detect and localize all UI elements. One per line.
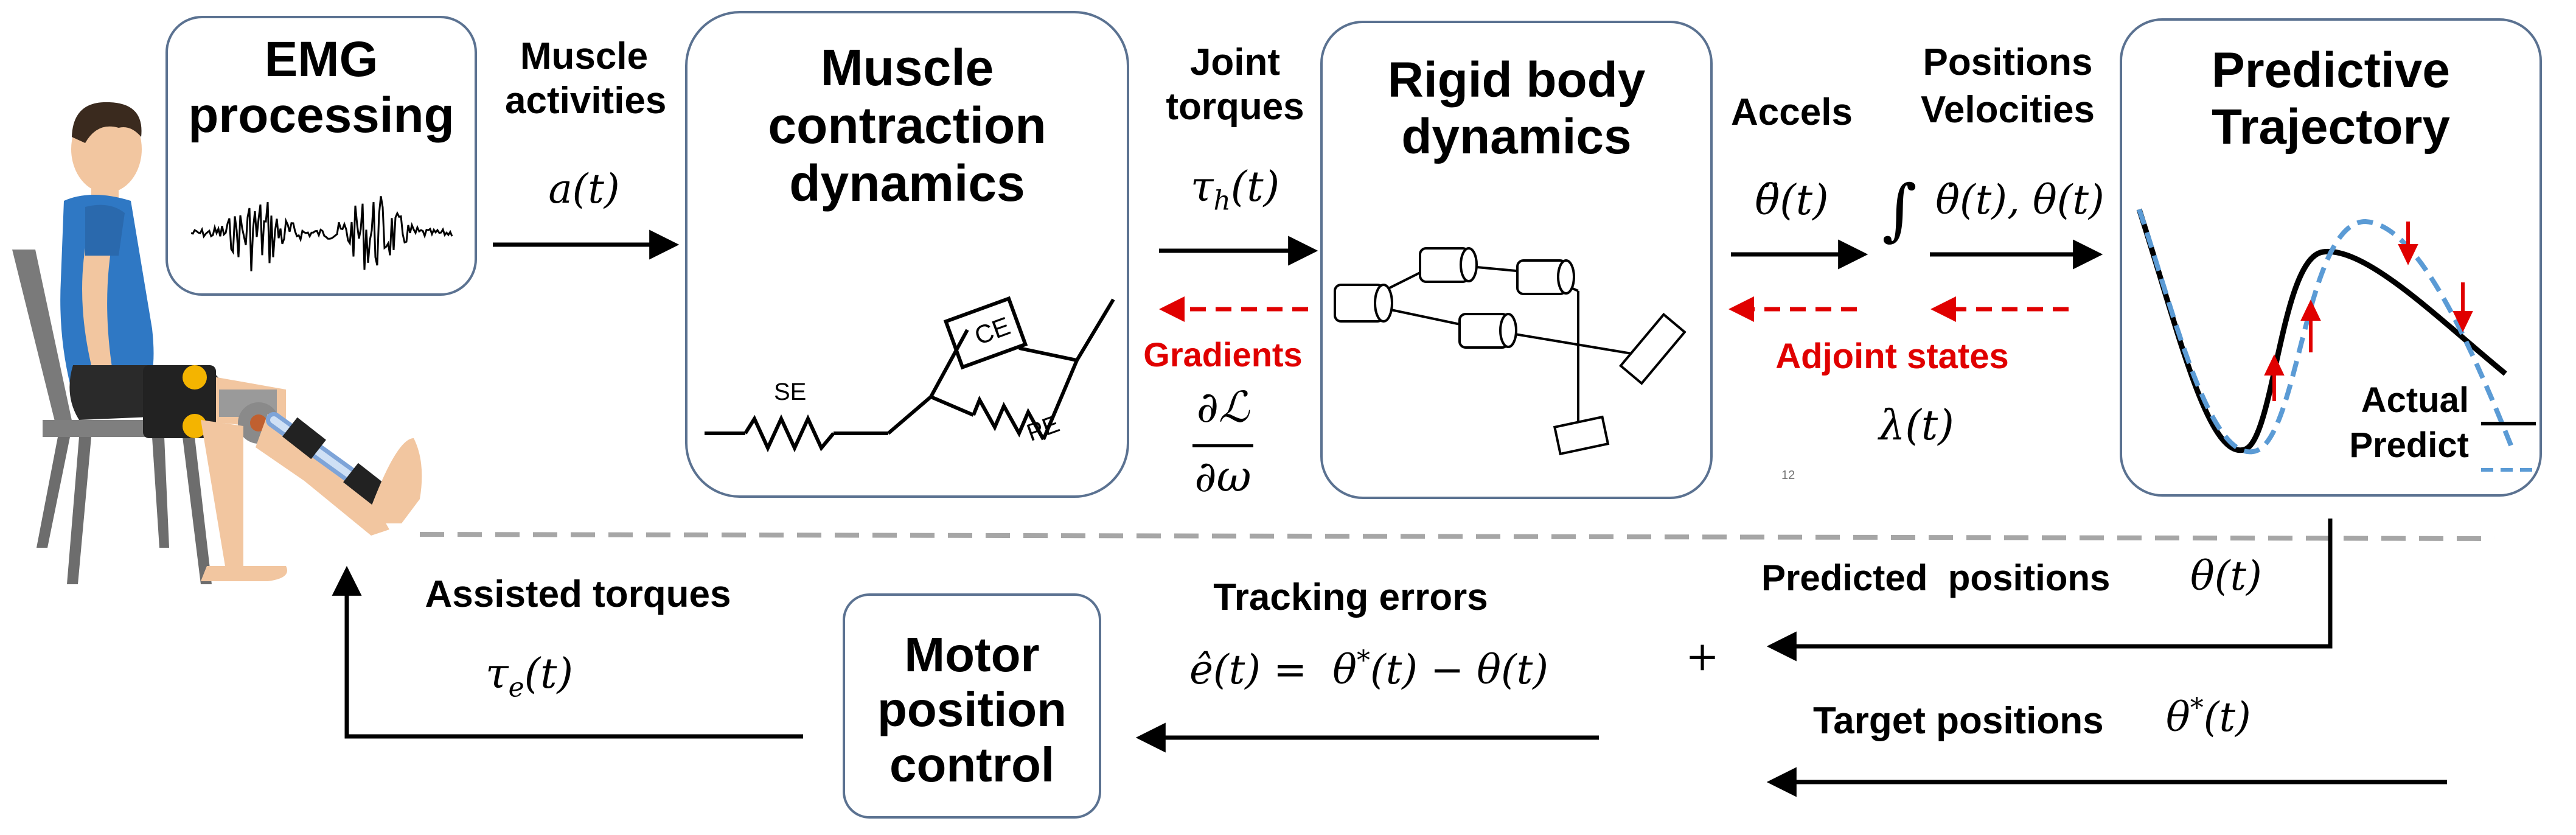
rigid-body-title: Rigid body dynamics — [1387, 52, 1646, 164]
se-label: SE — [774, 379, 807, 405]
sum-plus-sign: + — [1685, 633, 1719, 680]
gradients-numerator: ∂ℒ — [1196, 382, 1250, 432]
trajectory-plot — [2136, 208, 2536, 472]
adjoint-states-math: λ(t) — [1879, 402, 1954, 450]
hill-muscle-model — [705, 296, 1115, 453]
predicted-positions-math: θ(t) — [2190, 553, 2262, 599]
legend-actual: Actual — [2361, 380, 2469, 420]
predicted-trajectory-line — [2137, 208, 2514, 455]
assisted-torques-label: Assisted torques — [425, 573, 731, 615]
emg-processing-block: EMG processing — [165, 16, 477, 296]
predicted-positions-label: Predicted positions — [1761, 557, 2111, 598]
page-number: 12 — [1781, 469, 1795, 482]
gradients-denominator: ∂ω — [1194, 452, 1251, 501]
accels-math: θ̈(t) — [1755, 176, 1829, 225]
joint-torques-label: Joint torques — [1166, 41, 1304, 128]
legend-predict: Predict — [2349, 425, 2469, 465]
target-positions-math: θ*(t) — [2166, 693, 2251, 741]
predictive-trajectory-block: Predictive Trajectory Actual Predict — [2120, 18, 2542, 497]
person-exoskeleton-illustration — [12, 102, 422, 584]
joint-torques-math: τh(t) — [1190, 163, 1280, 217]
muscle-dynamics-block: Muscle contraction dynamics SE CE PE — [685, 11, 1129, 498]
emg-processing-title: EMG processing — [188, 32, 454, 143]
gradients-label: Gradients — [1143, 335, 1303, 374]
accels-label: Accels — [1731, 91, 1853, 133]
positions-velocities-label: Positions Velocities — [1920, 41, 2095, 131]
rigid-body-linkage — [1334, 247, 1687, 456]
assisted-torques-math: τe(t) — [485, 650, 574, 704]
emg-signal-waveform — [191, 196, 453, 271]
tracking-errors-math: ê(t) = θ*(t) − θ(t) — [1189, 645, 1549, 693]
integral-symbol: ∫ — [1882, 170, 1917, 248]
muscle-dynamics-title: Muscle contraction dynamics — [768, 39, 1046, 212]
arrow-assisted-torques — [332, 565, 803, 739]
positions-velocities-math: θ̇(t), θ(t) — [1935, 176, 2104, 223]
muscle-activities-math: a(t) — [548, 166, 620, 212]
predictive-trajectory-title: Predictive Trajectory — [2212, 43, 2450, 155]
motor-control-block: Motor position control — [843, 593, 1101, 819]
arrow-predicted-positions — [1766, 519, 2333, 662]
gradients-fraction-bar — [1192, 444, 1253, 447]
adjustment-arrows — [2264, 222, 2473, 401]
muscle-activities-label: Muscle activities — [505, 35, 667, 122]
section-divider — [419, 532, 2495, 541]
motor-control-title: Motor position control — [877, 627, 1067, 792]
tracking-errors-label: Tracking errors — [1213, 576, 1488, 618]
rigid-body-block: Rigid body dynamics — [1320, 21, 1713, 499]
adjoint-states-label: Adjoint states — [1775, 337, 2009, 376]
target-positions-label: Target positions — [1813, 700, 2104, 742]
